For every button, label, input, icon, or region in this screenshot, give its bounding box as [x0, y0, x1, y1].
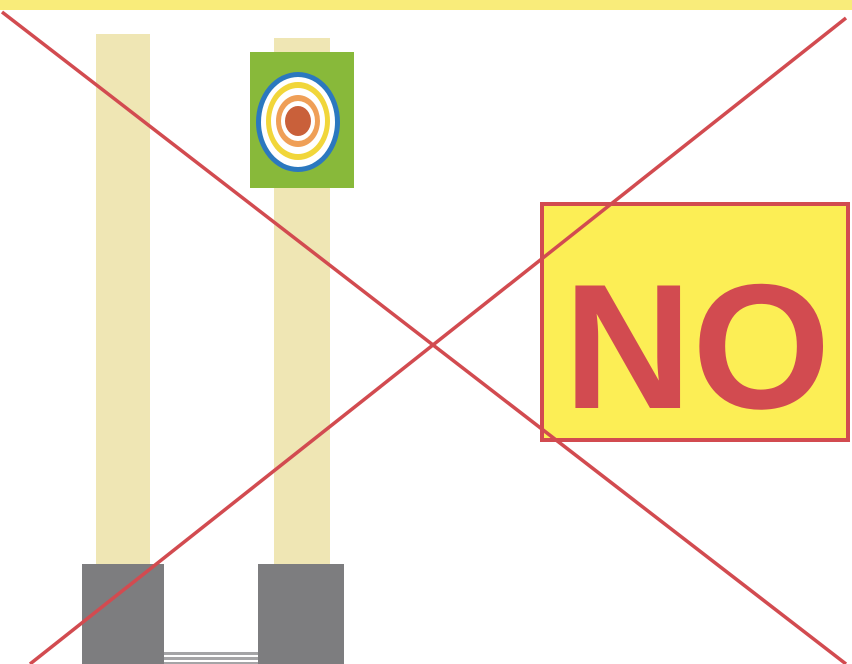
left-post — [96, 34, 150, 564]
target-icon — [250, 52, 354, 188]
top-band — [0, 0, 852, 10]
no-sign-label: NO — [564, 247, 831, 446]
right-base — [258, 564, 344, 664]
no-sign: NO — [542, 204, 848, 446]
base-connector — [164, 652, 258, 664]
